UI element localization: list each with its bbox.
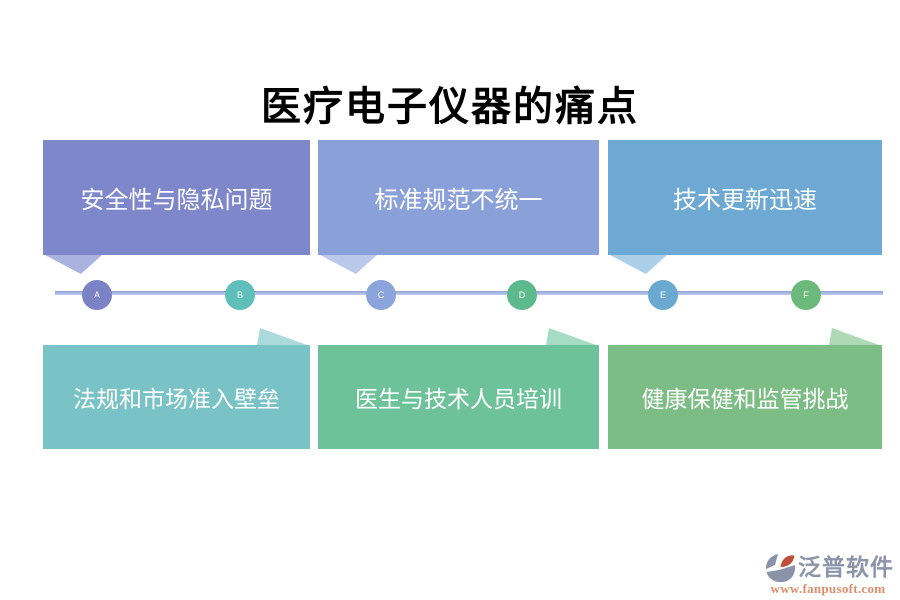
pain-point-label: 技术更新迅速	[673, 188, 817, 214]
speech-tail	[257, 328, 307, 345]
pain-point-box: 技术更新迅速	[608, 140, 882, 274]
pain-point-box: 医生与技术人员培训	[318, 328, 599, 449]
pain-point-box: 法规和市场准入壁垒	[43, 328, 310, 449]
timeline-node: C	[366, 280, 396, 310]
speech-tail	[320, 255, 377, 274]
pain-point-box: 标准规范不统一	[318, 140, 599, 274]
pain-point-box: 安全性与隐私问题	[43, 140, 310, 274]
speech-tail	[829, 328, 879, 345]
speech-tail	[610, 255, 667, 274]
timeline-node: E	[648, 280, 678, 310]
brand-footer: 泛普软件 www.fanpusoft.com	[762, 553, 894, 597]
pain-point-box: 健康保健和监管挑战	[608, 328, 882, 449]
timeline-node: D	[507, 280, 537, 310]
speech-tail	[45, 255, 102, 274]
speech-tail	[546, 328, 596, 345]
timeline-node: F	[791, 280, 821, 310]
brand-name: 泛普软件	[798, 555, 894, 580]
timeline-node: B	[225, 280, 255, 310]
pain-point-label: 法规和市场准入壁垒	[73, 387, 280, 412]
brand-logo-icon	[765, 554, 796, 583]
brand-row: 泛普软件	[762, 553, 894, 583]
pain-point-label: 医生与技术人员培训	[355, 387, 562, 412]
timeline-line	[55, 291, 883, 295]
brand-url: www.fanpusoft.com	[770, 581, 886, 596]
pain-point-label: 健康保健和监管挑战	[641, 387, 849, 412]
page-title: 医疗电子仪器的痛点	[261, 84, 639, 129]
pain-point-label: 标准规范不统一	[374, 188, 543, 214]
timeline-node: A	[82, 280, 112, 310]
pain-point-label: 安全性与隐私问题	[80, 188, 273, 214]
